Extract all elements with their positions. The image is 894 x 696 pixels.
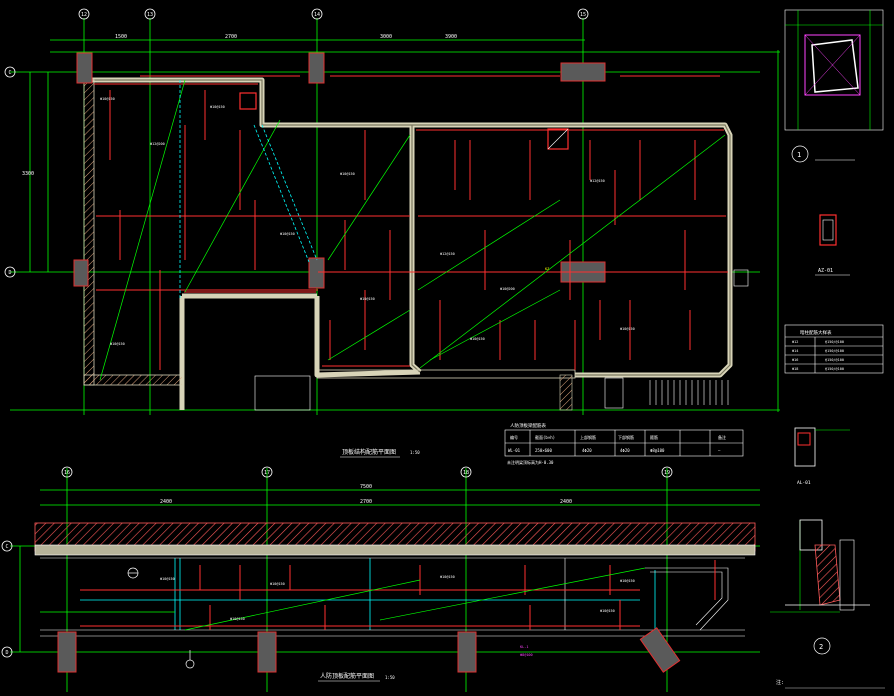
section-dim-3: 2400	[560, 499, 572, 505]
svg-text:Φ10@150: Φ10@150	[440, 575, 455, 579]
plan-columns	[73, 52, 606, 289]
section-scale: 1:50	[385, 675, 395, 680]
svg-text:Φ10@150: Φ10@150	[360, 297, 375, 301]
detail-1-number: 1	[797, 151, 801, 159]
svg-text:Φ10@150: Φ10@150	[600, 609, 615, 613]
az-label: AZ-01	[818, 268, 833, 274]
rebar-r0-c0: Φ12	[792, 340, 798, 344]
section-axis-19: 19	[664, 470, 670, 476]
svg-text:Φ8@100: Φ8@100	[520, 653, 533, 657]
svg-text:Φ12@200: Φ12@200	[150, 142, 165, 146]
beam-th-4: 箍筋	[650, 434, 658, 440]
svg-text:KL-1: KL-1	[520, 645, 528, 649]
rebar-r1-c0: Φ14	[792, 349, 798, 353]
al-detail: AL-01	[794, 427, 850, 486]
beam-table: 人防顶板梁配筋表 编号 截面(b×h) 上部钢筋 下部钢筋 箍筋 备注 WL-0…	[504, 422, 744, 465]
svg-text:Φ10@150: Φ10@150	[340, 172, 355, 176]
section-slab-base	[34, 544, 756, 556]
section-axis-18: 18	[463, 470, 469, 476]
plan-dim-sub-3: 3900	[445, 34, 457, 40]
beam-th-0: 编号	[510, 434, 518, 440]
rebar-r3-c0: Φ18	[792, 367, 798, 371]
plan-stair	[239, 92, 749, 411]
plan-dim-side: 3300	[22, 171, 34, 177]
rebar-r0-c1: @150/@100	[825, 340, 844, 344]
beam-td-4: Φ8@100	[650, 448, 665, 453]
svg-text:Φ10@150: Φ10@150	[270, 582, 285, 586]
beam-td-2: 4Φ20	[582, 448, 592, 453]
rebar-r2-c0: Φ16	[792, 358, 798, 362]
plan-axis-13: 13	[147, 12, 153, 18]
plan-rebar	[94, 75, 728, 370]
section-view: 16 17 18 19 C D 7500 2400 2700 2400	[1, 466, 760, 692]
plan-scale: 1:50	[410, 450, 420, 455]
plan-axis-bubbles	[4, 8, 589, 278]
notes-heading: 注:	[776, 679, 784, 686]
al-label: AL-01	[797, 480, 811, 486]
section-axis-d: D	[5, 650, 8, 656]
section-title: 人防顶板配筋平面图	[320, 672, 374, 680]
rebar-r1-c1: @150/@100	[825, 349, 844, 353]
plan-bottom-wall-hatch	[83, 374, 183, 386]
svg-text:Φ10@150: Φ10@150	[100, 97, 115, 101]
plan-bottom-wall-hatch-2	[316, 369, 576, 379]
section-axis-16: 16	[64, 470, 70, 476]
plan-axis-c: C	[8, 70, 11, 76]
svg-text:Φ12@150: Φ12@150	[590, 179, 605, 183]
beam-table-title: 人防顶板梁配筋表	[510, 422, 546, 429]
beam-th-2: 上部钢筋	[580, 434, 596, 440]
plan-dim-sub-2: 2700	[225, 34, 237, 40]
section-axis-c: C	[5, 544, 8, 550]
svg-text:Φ10@150: Φ10@150	[210, 105, 225, 109]
beam-td-3: 4Φ20	[620, 448, 630, 453]
section-axis-17: 17	[264, 470, 270, 476]
plan-dim-sub-1: 1500	[115, 34, 127, 40]
plan-dim-total: 3000	[380, 34, 392, 40]
section-dim-total: 7500	[360, 484, 372, 490]
rebar-table-title: 暗柱配筋大样表	[800, 329, 832, 336]
svg-text:Φ10@150: Φ10@150	[620, 327, 635, 331]
svg-text:Φ10@150: Φ10@150	[470, 337, 485, 341]
beam-td-5: —	[718, 448, 721, 453]
plan-left-wall-hatch	[83, 79, 95, 386]
detail-2: 2 注:	[770, 519, 885, 689]
beam-th-5: 备注	[718, 434, 726, 440]
beam-th-1: 截面(b×h)	[535, 434, 555, 440]
svg-text:Φ10@150: Φ10@150	[110, 342, 125, 346]
beam-table-note: 未注明梁顶标高为H-0.30	[507, 459, 554, 465]
plan-axis-d: D	[8, 270, 11, 276]
plan-diagonals	[99, 79, 726, 381]
svg-text:Φ10@150: Φ10@150	[620, 579, 635, 583]
rebar-r2-c1: @150/@100	[825, 358, 844, 362]
az-detail: AZ-01	[815, 214, 850, 276]
beam-td-0: WL-01	[508, 448, 521, 453]
svg-text:Φ10@150: Φ10@150	[280, 232, 295, 236]
svg-text:Φ10@150: Φ10@150	[230, 617, 245, 621]
section-dim-2: 2700	[360, 499, 372, 505]
beam-th-3: 下部钢筋	[618, 434, 634, 440]
section-dim-1: 2400	[160, 499, 172, 505]
rebar-r3-c1: @150/@100	[825, 367, 844, 371]
plan-title: 顶板结构配筋平面图	[342, 448, 396, 456]
plan-diagonals-cyan	[179, 80, 318, 300]
svg-text:Φ12@150: Φ12@150	[440, 252, 455, 256]
svg-text:Φ10@200: Φ10@200	[500, 287, 515, 291]
svg-text:Φ10@150: Φ10@150	[160, 577, 175, 581]
beam-td-1: 250×600	[535, 448, 552, 453]
plan-axis-14: 14	[314, 12, 320, 18]
detail-2-number: 2	[819, 643, 823, 651]
plan-bottom-wall-hatch-3	[559, 374, 573, 411]
plan-axis-12: 12	[81, 12, 87, 18]
rebar-table: 暗柱配筋大样表 Φ12 @150/@100 Φ14 @150/@100 Φ16 …	[784, 324, 884, 374]
plan-view: 12 13 14 15 C D 3000 1500 2700 3900 3300	[4, 8, 780, 458]
plan-axis-15: 15	[580, 12, 586, 18]
svg-text:KZ: KZ	[545, 267, 549, 271]
detail-1: 1	[784, 9, 884, 163]
